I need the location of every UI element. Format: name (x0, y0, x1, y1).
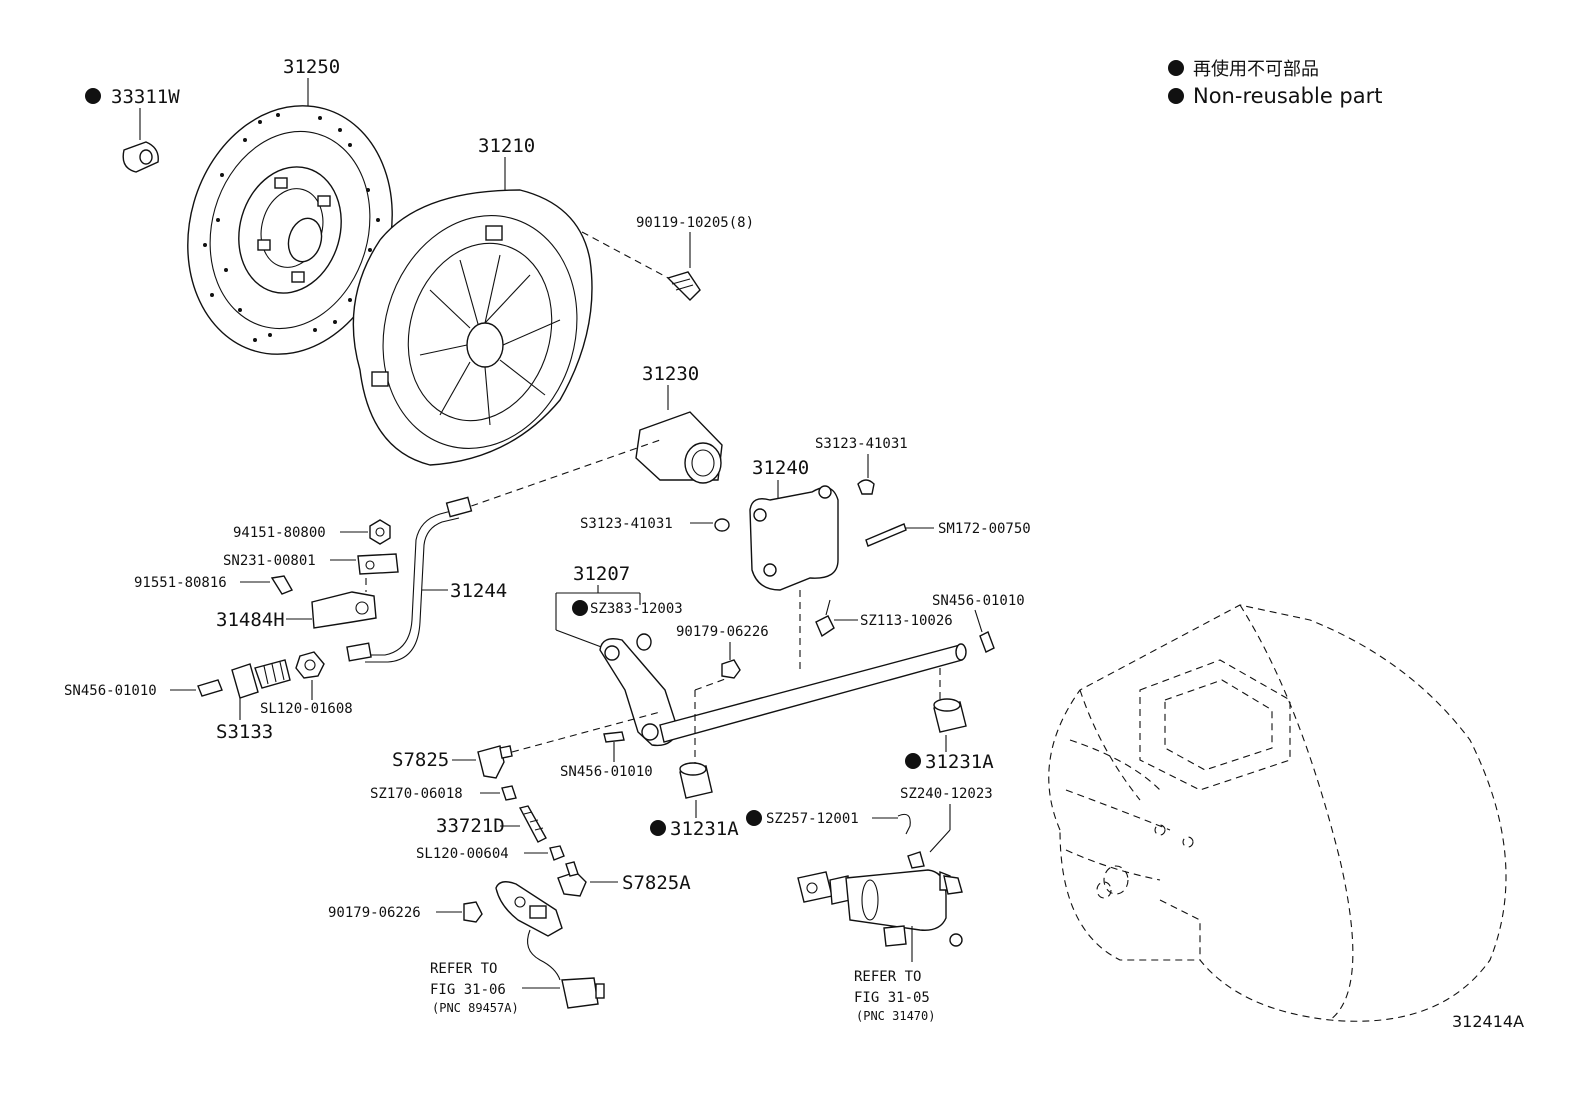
part-sz383[interactable]: SZ383-12003 (572, 600, 683, 651)
part-sn456-left[interactable]: SN456-01010 (64, 679, 223, 699)
part-33311w[interactable]: 33311W (85, 86, 180, 173)
legend: 再使用不可部品 Non-reusable part (1168, 59, 1382, 108)
part-31207-shaft[interactable]: 31207 (555, 563, 967, 770)
part-sl120-nut-large[interactable]: SL120-01608 (260, 651, 353, 717)
label-31244: 31244 (450, 580, 507, 602)
label-sl120-large: SL120-01608 (260, 701, 353, 717)
label-s7825a: S7825A (622, 872, 691, 894)
part-s7825-elbow[interactable]: S7825 (392, 711, 661, 779)
label-90179-upper: 90179-06226 (676, 624, 769, 640)
label-31231a-upper: 31231A (925, 751, 994, 773)
part-31244-hose[interactable]: 31244 (346, 496, 507, 663)
label-sz113: SZ113-10026 (860, 613, 953, 629)
refer-to-fig-31-06: REFER TO FIG 31-06 (PNC 89457A) (430, 961, 519, 1015)
label-s3123-top: S3123-41031 (815, 436, 908, 452)
part-sm172-pin[interactable]: SM172-00750 (865, 521, 1031, 547)
label-90179-lower: 90179-06226 (328, 905, 421, 921)
label-sz383: SZ383-12003 (590, 601, 683, 617)
part-sz257[interactable]: SZ257-12001 (746, 810, 911, 835)
part-90179-nut-lower[interactable]: 90179-06226 (328, 901, 483, 923)
part-31230-release-bearing[interactable]: 31230 (459, 363, 723, 511)
legend-dot-icon (1168, 88, 1184, 104)
label-94151: 94151-80800 (233, 525, 326, 541)
part-sz113[interactable]: SZ113-10026 (815, 599, 953, 638)
label-sl120-small: SL120-00604 (416, 846, 509, 862)
part-s7825a-elbow[interactable]: S7825A (557, 861, 691, 897)
part-s3133-union[interactable]: S3133 (216, 659, 291, 743)
label-sz257: SZ257-12001 (766, 811, 859, 827)
part-90179-nut-upper[interactable]: 90179-06226 (676, 624, 769, 679)
label-sz240: SZ240-12023 (900, 786, 993, 802)
part-s3123-clip-left[interactable]: S3123-41031 (580, 516, 730, 532)
ref-right-line2: FIG 31-05 (854, 990, 930, 1006)
label-sn456-left: SN456-01010 (64, 683, 157, 699)
label-31250: 31250 (283, 56, 340, 78)
label-sn456-right: SN456-01010 (932, 593, 1025, 609)
label-sz170: SZ170-06018 (370, 786, 463, 802)
label-s7825: S7825 (392, 749, 449, 771)
label-s3123-left: S3123-41031 (580, 516, 673, 532)
ref-right-line1: REFER TO (854, 969, 921, 985)
part-31484h-bracket[interactable]: 31484H (216, 578, 377, 631)
part-31231a-lower[interactable]: 31231A (650, 762, 739, 840)
part-31231a-upper[interactable]: 31231A (905, 698, 994, 773)
label-s3133: S3133 (216, 721, 273, 743)
ref-left-line3: (PNC 89457A) (432, 1001, 519, 1015)
legend-dot-icon (1168, 60, 1184, 76)
label-31230: 31230 (642, 363, 699, 385)
label-31240: 31240 (752, 457, 809, 479)
part-31250-clutch-disc[interactable]: 31250 (159, 56, 421, 379)
part-94151-nut[interactable]: 94151-80800 (233, 519, 391, 545)
label-33311w: 33311W (111, 86, 180, 108)
label-90119: 90119-10205(8) (636, 215, 754, 231)
label-sm172: SM172-00750 (938, 521, 1031, 537)
part-33721d-pipe[interactable]: 33721D (436, 805, 547, 843)
non-reusable-dot-icon (572, 600, 588, 616)
ref-left-line2: FIG 31-06 (430, 982, 506, 998)
label-31231a-lower: 31231A (670, 818, 739, 840)
non-reusable-dot-icon (746, 810, 762, 826)
part-release-cylinder-ref-31-05[interactable] (797, 869, 963, 962)
label-31210: 31210 (478, 135, 535, 157)
figure-id: 312414A (1452, 1012, 1524, 1031)
part-31240-release-fork[interactable]: 31240 (749, 457, 839, 591)
part-90119-bolt[interactable]: 90119-10205(8) (581, 215, 754, 301)
label-sn456-middle: SN456-01010 (560, 764, 653, 780)
part-31210-clutch-cover[interactable]: 31210 (352, 135, 604, 472)
non-reusable-dot-icon (650, 820, 666, 836)
part-sz240[interactable]: SZ240-12023 (900, 786, 993, 869)
non-reusable-dot-icon (85, 88, 101, 104)
non-reusable-dot-icon (905, 753, 921, 769)
part-sn231-clamp[interactable]: SN231-00801 (223, 553, 399, 575)
part-sensor-ref-31-06[interactable] (495, 881, 605, 1009)
ref-right-line3: (PNC 31470) (856, 1009, 935, 1023)
part-sl120-nut-small[interactable]: SL120-00604 (416, 845, 565, 862)
label-33721d: 33721D (436, 815, 505, 837)
legend-en: Non-reusable part (1193, 84, 1382, 108)
legend-jp: 再使用不可部品 (1193, 59, 1319, 80)
ref-left-line1: REFER TO (430, 961, 497, 977)
label-31207: 31207 (573, 563, 630, 585)
part-91551-bolt[interactable]: 91551-80816 (134, 575, 294, 595)
refer-to-fig-31-05: REFER TO FIG 31-05 (PNC 31470) (854, 969, 935, 1023)
part-sn456-right[interactable]: SN456-01010 (932, 593, 1025, 653)
label-31484h: 31484H (216, 609, 285, 631)
part-sn456-middle[interactable]: SN456-01010 (560, 731, 653, 780)
transmission-housing-outline (1048, 604, 1507, 1022)
part-sz170[interactable]: SZ170-06018 (370, 785, 517, 802)
label-91551: 91551-80816 (134, 575, 227, 591)
label-sn231: SN231-00801 (223, 553, 316, 569)
part-s3123-clip-top[interactable]: S3123-41031 (815, 436, 908, 495)
